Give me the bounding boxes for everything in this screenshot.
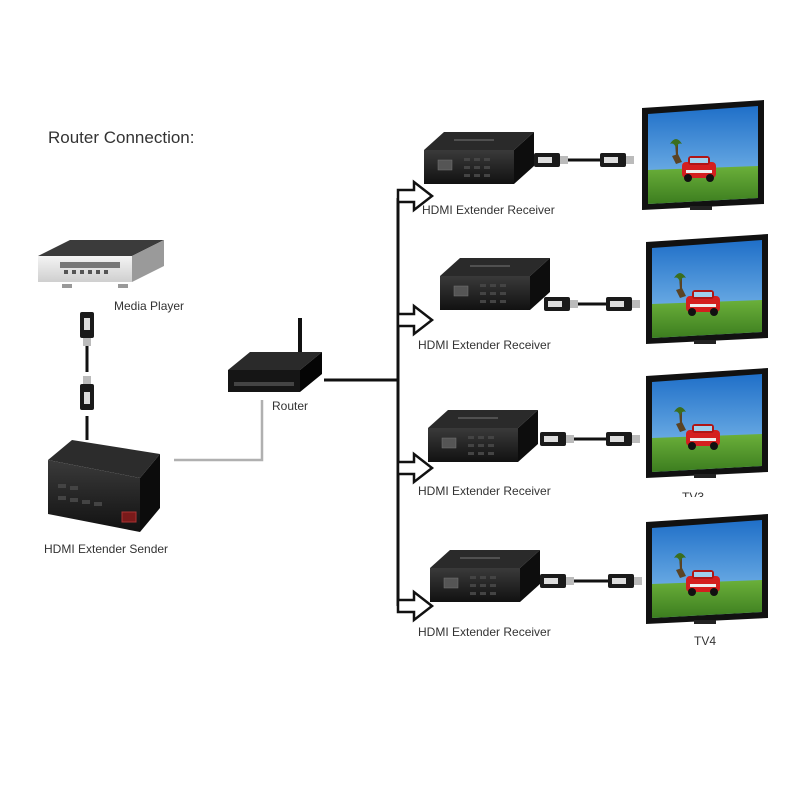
media-player-label: Media Player — [114, 299, 185, 313]
sender-label: HDMI Extender Sender — [44, 542, 169, 556]
hdmi-plug-icon — [540, 432, 574, 446]
receiver-label-1: HDMI Extender Receiver — [422, 203, 555, 217]
receiver-label-2: HDMI Extender Receiver — [418, 338, 551, 352]
tv-label-3: TV3 — [682, 490, 705, 497]
hdmi-plug-icon — [606, 297, 640, 311]
hdmi-plug-icon — [80, 376, 94, 410]
hdmi-plug-icon — [534, 153, 568, 167]
hdmi-plug-icon — [544, 297, 578, 311]
hdmi-extender-receiver-icon — [429, 549, 541, 603]
hdmi-plug-icon — [80, 312, 94, 346]
hdmi-extender-receiver-icon — [423, 131, 535, 185]
router-label: Router — [272, 399, 309, 413]
hdmi-plug-icon — [606, 432, 640, 446]
arrow-right-icon — [396, 589, 435, 623]
hdmi-cable-player-sender — [80, 312, 94, 440]
hdmi-extender-sender-icon — [48, 440, 160, 532]
hdmi-extender-receiver-icon — [427, 409, 539, 463]
hdmi-plug-icon — [608, 574, 642, 588]
hdmi-cable-rx4-tv4 — [540, 574, 642, 588]
hdmi-cable-rx2-tv2 — [544, 297, 640, 311]
network-cable-sender-router — [174, 400, 264, 462]
hdmi-plug-icon — [600, 153, 634, 167]
media-player-icon — [38, 240, 164, 288]
hdmi-cable-rx1-tv1 — [534, 153, 634, 167]
receiver-label-4: HDMI Extender Receiver — [418, 625, 551, 639]
arrow-right-icon — [396, 179, 435, 213]
tv-icon — [646, 368, 768, 478]
receiver-label-3: HDMI Extender Receiver — [418, 484, 551, 498]
hdmi-cable-rx3-tv3 — [540, 432, 640, 446]
hdmi-plug-icon — [540, 574, 574, 588]
arrow-right-icon — [396, 451, 435, 485]
tv-icon — [642, 100, 764, 210]
hdmi-extender-receiver-icon — [439, 257, 551, 311]
arrow-right-icon — [396, 303, 435, 337]
diagram-title: Router Connection: — [48, 128, 195, 147]
router-icon — [228, 318, 322, 392]
tv-label-4: TV4 — [694, 634, 717, 648]
tv-icon — [646, 234, 768, 344]
tv-icon — [646, 514, 768, 624]
